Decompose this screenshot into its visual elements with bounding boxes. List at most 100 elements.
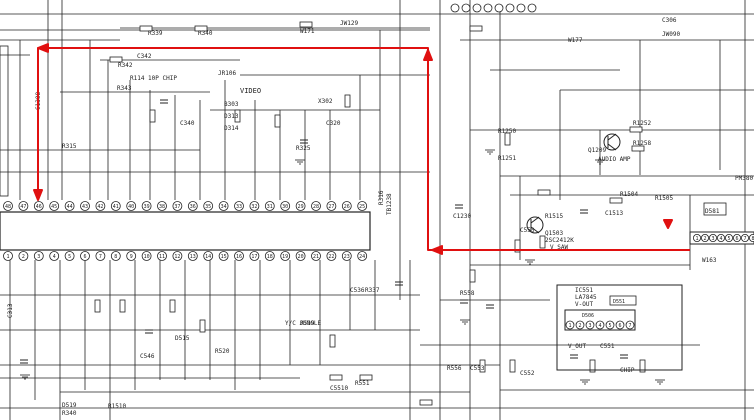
main-ic-bottom-pin-8: [110, 251, 121, 261]
label-d506: D519: [62, 402, 77, 409]
label-r1258: R1258: [633, 140, 651, 147]
main-ic-bottom-pin-7: [95, 251, 106, 261]
main-ic-top-pin-label: 27: [328, 204, 334, 210]
main-ic-bottom-pin-label: 15: [221, 254, 227, 260]
label-r339: R339: [148, 30, 163, 37]
main-ic-bottom-pin-6: [80, 251, 90, 261]
label-r114: R114 10P CHIP: [130, 75, 177, 82]
label-c536: R337: [365, 287, 380, 294]
label-c1513: C1513: [605, 210, 623, 217]
main-ic-top-pin-label: 48: [5, 204, 11, 210]
main-ic-top-pin-29: [295, 201, 306, 211]
label-jw090: C306: [662, 17, 677, 24]
main-ic-top-pin-label: 31: [267, 204, 273, 210]
label-c320: R325: [296, 145, 311, 152]
right-connector-pin-label: 1: [695, 236, 698, 242]
right-connector-pin-label: 7: [743, 236, 746, 242]
right-connector-pin-label: 4: [719, 236, 722, 242]
transistor-q1503: [526, 216, 544, 234]
ic551-pin-label: 3: [588, 323, 591, 329]
label-v-saw: V SAW: [550, 244, 568, 251]
label-c1308: C313: [7, 303, 14, 318]
ic551-pin-3: [585, 320, 595, 330]
main-ic-bottom-pin-19: [280, 251, 291, 261]
label-d551: C551: [600, 343, 615, 350]
label-w171: W171: [300, 28, 315, 35]
main-ic-top-pin-27: [326, 201, 337, 211]
label-r520: R519: [300, 320, 315, 327]
main-ic-top-pin-label: 30: [282, 204, 288, 210]
ic551-pin-label: 5: [608, 323, 611, 329]
label-r1251: R1251: [498, 155, 516, 162]
label-r337: R558: [460, 290, 475, 297]
main-ic-top-pin-label: 28: [313, 204, 319, 210]
main-ic-bottom-pin-label: 18: [267, 254, 273, 260]
right-connector-pin-6: [733, 233, 742, 242]
label-q1503: Q1503: [545, 230, 563, 237]
right-connector-pin-3: [709, 233, 718, 242]
main-ic-bottom-pin-4: [49, 251, 60, 261]
main-ic-bottom-pin-label: 9: [130, 254, 133, 260]
right-connector-pin-7: [741, 233, 750, 242]
label-r1250: R1250: [498, 128, 516, 135]
label-r551: C5510: [330, 385, 348, 392]
main-ic-top-pin-46: [33, 201, 44, 211]
main-ic-bottom-pin-label: 12: [174, 254, 180, 260]
main-ic-top-pin-35: [203, 201, 214, 211]
ground-symbols: [20, 149, 665, 385]
right-connector-pin-label: 3: [711, 236, 714, 242]
ic551-pin-2: [575, 320, 585, 330]
main-ic-top-pin-47: [18, 201, 29, 211]
right-connector-pin-2: [701, 233, 710, 242]
top-connector: [450, 3, 537, 13]
label-ic551: IC551: [575, 287, 593, 294]
main-ic-top-pin-38: [157, 201, 167, 211]
main-ic-top-pin-label: 39: [144, 204, 150, 210]
ic551-pin-label: 6: [618, 323, 621, 329]
main-ic-bottom-pin-label: 16: [236, 254, 242, 260]
label-jw129: JW129: [340, 20, 358, 27]
main-ic-top-pin-43: [80, 201, 90, 211]
ic551-pin-4: [595, 320, 605, 330]
right-connector-pin-5: [725, 233, 734, 242]
main-ic-bottom-pin-16: [234, 251, 244, 261]
ic551-pin-label: 7: [628, 323, 631, 329]
main-ic-top-pin-label: 41: [113, 204, 119, 210]
label-q1209: Q1209: [588, 147, 606, 154]
main-ic-bottom-pin-label: 17: [251, 254, 257, 260]
main-ic-top-pin-31: [264, 201, 275, 211]
component-labels: R339 R340 W171 JW129 R342 C342 R343 R114…: [7, 17, 753, 417]
main-ic-top-pin-32: [249, 201, 260, 211]
capacitor-symbols: [20, 99, 628, 364]
main-ic-bottom-pin-15: [218, 251, 229, 261]
main-ic-top-pin-44: [64, 201, 75, 211]
label-c1230: C1230: [453, 213, 471, 220]
ic551-pin-label: 2: [578, 323, 581, 329]
main-ic-bottom-pin-label: 20: [298, 254, 304, 260]
label-r1504: R1504: [620, 191, 638, 198]
transistor-q1209: [603, 133, 621, 151]
label-v-out: V-OUT: [575, 301, 593, 308]
label-fb1: PM380: [735, 175, 753, 182]
label-c554: C536: [350, 287, 365, 294]
label-r519: Y/C JUNGLE: [285, 320, 322, 327]
label-c342: C342: [137, 53, 152, 60]
right-connector-pin-label: 6: [735, 236, 738, 242]
main-ic-top-pin-40: [126, 201, 137, 211]
label-c306: C340: [180, 120, 195, 127]
label-r1505: R1505: [655, 195, 673, 202]
main-ic-top-pin-37: [172, 201, 183, 211]
label-r547: D515: [175, 335, 190, 342]
main-ic-top-pin-42: [95, 201, 106, 211]
main-ic-bottom-pin-24: [357, 251, 368, 261]
main-ic-bottom-pin-20: [295, 251, 306, 261]
main-ic-bottom-pin-12: [172, 251, 183, 261]
ic551-pin-6: [615, 320, 625, 330]
main-ic-bottom-pin-label: 23: [344, 254, 350, 260]
ic551-pin-5: [605, 320, 615, 330]
